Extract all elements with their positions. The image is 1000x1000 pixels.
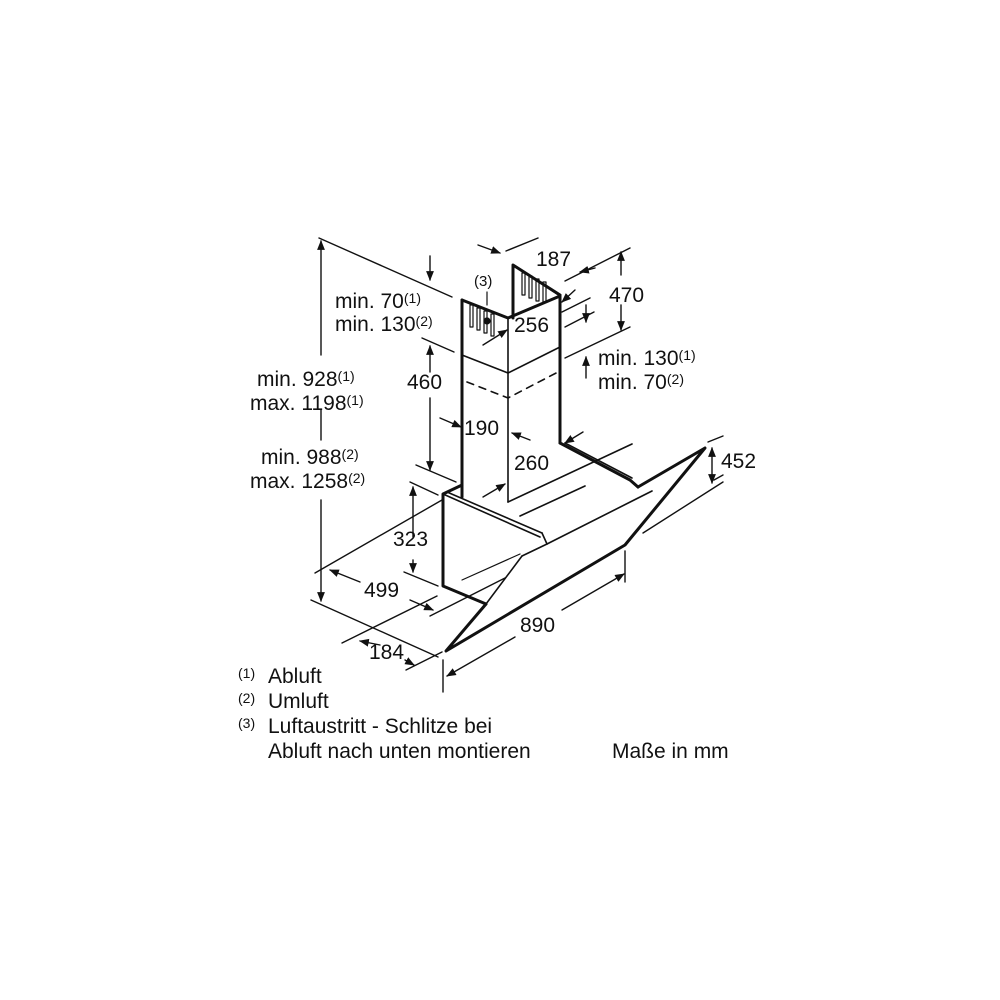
- constraint-total-umluft-min: min. 988(2): [261, 446, 359, 469]
- dim-hood-front-height: 452: [721, 450, 757, 473]
- legend-item: (2)Umluft: [238, 690, 329, 713]
- constraint-top-gap-line1: min. 70(1): [335, 290, 421, 313]
- units-note: Maße in mm: [612, 740, 729, 763]
- constraint-total-abluft-max: max. 1198(1): [250, 392, 364, 415]
- dim-chimney-lower-depth: 190: [464, 417, 500, 440]
- constraint-overlap-line2: min. 70(2): [598, 371, 684, 394]
- legend-item: (1)Abluft: [238, 665, 322, 688]
- constraint-total-abluft-min: min. 928(1): [257, 368, 355, 391]
- dim-hood-bottom-depth: 184: [369, 641, 405, 664]
- upper-chimney: [460, 263, 562, 499]
- constraint-top-gap-line2: min. 130(2): [335, 313, 433, 336]
- dim-hood-depth: 499: [364, 579, 400, 602]
- constraint-overlap-line1: min. 130(1): [598, 347, 696, 370]
- dim-hood-body-height: 323: [393, 528, 429, 551]
- lower-chimney: [461, 317, 561, 503]
- constraint-total-umluft-max: max. 1258(2): [250, 470, 366, 493]
- dim-chimney-upper-depth: 256: [514, 314, 550, 337]
- dim-chimney-lower-width: 260: [514, 452, 550, 475]
- dimension-lines: [310, 237, 724, 693]
- dim-hood-width: 890: [520, 614, 556, 637]
- hood-body: [441, 441, 707, 653]
- dim-chimney-upper-height: 470: [609, 284, 645, 307]
- legend-item: Abluft nach unten montieren: [268, 740, 531, 763]
- dim-chimney-top-width: 187: [536, 248, 572, 271]
- legend-item: (3)Luftaustritt - Schlitze bei: [238, 715, 493, 738]
- slot-callout: (3): [474, 273, 493, 290]
- dim-chimney-lower-height: 460: [407, 371, 443, 394]
